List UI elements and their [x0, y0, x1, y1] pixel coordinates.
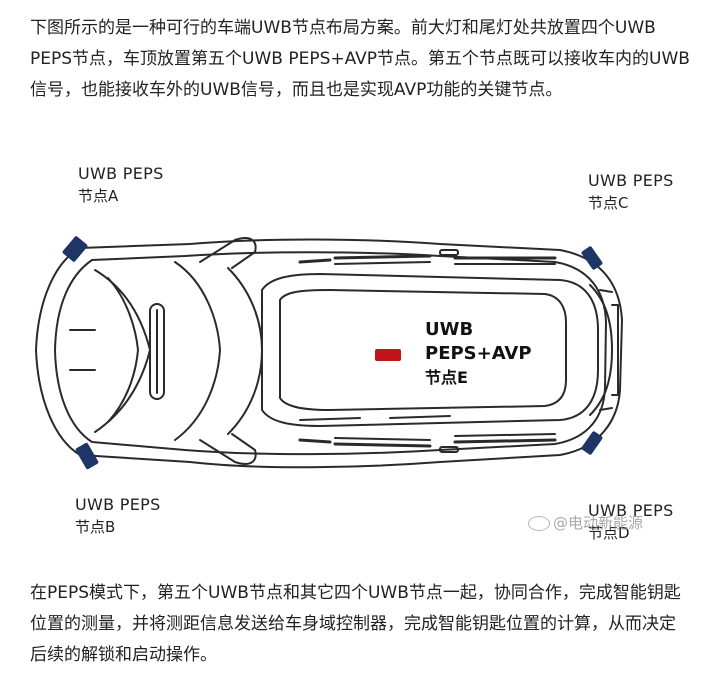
- intro-paragraph: 下图所示的是一种可行的车端UWB节点布局方案。前大灯和尾灯处共放置四个UWB P…: [30, 18, 690, 100]
- node-d-label: UWB PEPS 节点D: [588, 501, 674, 542]
- watermark: @电动新能源: [528, 512, 643, 533]
- node-c-label: UWB PEPS 节点C: [588, 171, 674, 212]
- outro-paragraph: 在PEPS模式下，第五个UWB节点和其它四个UWB节点一起，协同合作，完成智能钥…: [30, 583, 681, 665]
- node-b-marker: [75, 442, 99, 470]
- watermark-logo-icon: [528, 516, 550, 531]
- node-d-marker: [581, 431, 603, 455]
- node-c-marker: [581, 246, 603, 270]
- car-top-view-diagram: [35, 236, 623, 470]
- node-e-marker: [375, 349, 401, 361]
- node-b-label: UWB PEPS 节点B: [75, 495, 161, 536]
- car-body-outline: [35, 238, 623, 469]
- node-a-marker: [62, 236, 88, 262]
- node-e-label: UWB PEPS+AVP 节点E: [425, 319, 532, 387]
- node-a-label: UWB PEPS 节点A: [78, 164, 164, 205]
